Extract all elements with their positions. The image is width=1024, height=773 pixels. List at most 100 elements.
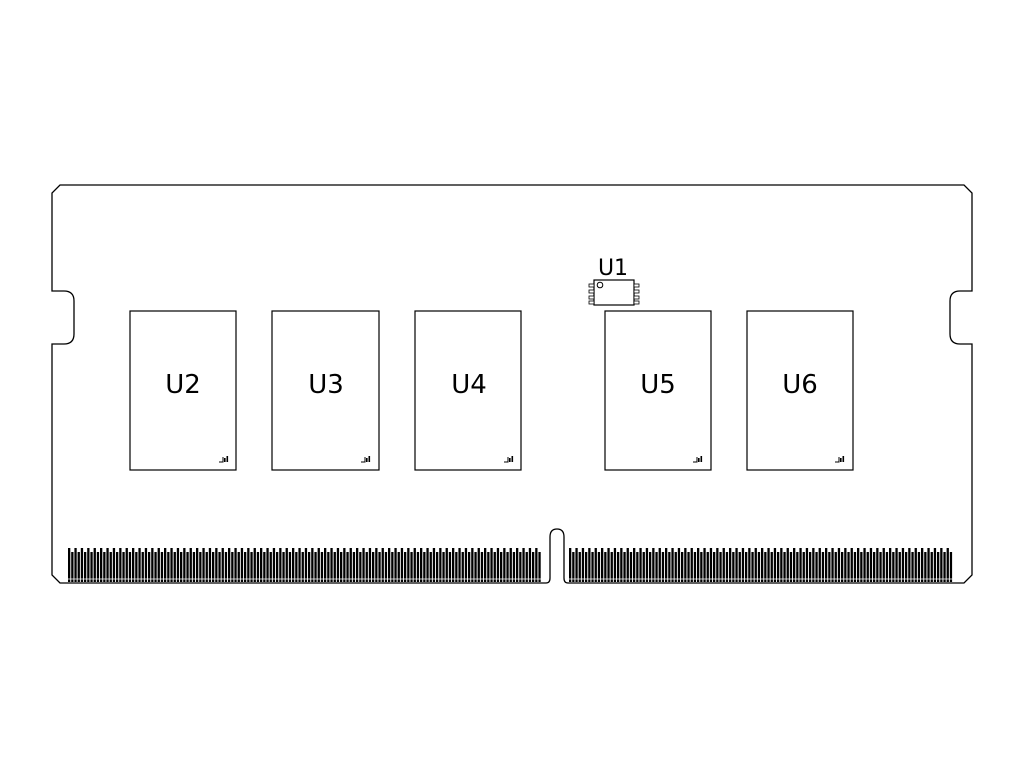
connector-pin	[260, 548, 263, 582]
connector-pin	[295, 552, 298, 582]
connector-pin	[645, 548, 649, 582]
memory-chip-u6: U6	[746, 310, 854, 471]
spd-pin	[633, 289, 640, 294]
connector-pin	[144, 548, 148, 582]
connector-pin	[125, 548, 128, 582]
connector-pin	[850, 548, 853, 582]
connector-pin	[844, 548, 847, 582]
connector-pin	[93, 548, 96, 582]
connector-pin	[269, 552, 272, 582]
connector-pin	[388, 548, 391, 582]
connector-pin	[629, 552, 633, 582]
connector-pin	[132, 548, 135, 582]
connector-pin	[266, 548, 269, 582]
connector-pin	[604, 552, 607, 582]
connector-pin	[397, 552, 400, 582]
connector-pin	[407, 548, 410, 582]
connector-pin	[423, 552, 426, 582]
connector-pin	[135, 552, 138, 582]
connector-pin	[359, 552, 362, 582]
connector-pin	[716, 548, 719, 582]
connector-pin	[601, 548, 604, 582]
connector-pin	[452, 548, 455, 582]
connector-pin	[703, 548, 706, 582]
connector-pin	[933, 548, 937, 582]
connector-pin	[538, 552, 541, 582]
connector-pin	[176, 548, 180, 582]
connector-pin	[799, 548, 802, 582]
connector-pin	[311, 548, 314, 582]
connector-pin	[416, 552, 420, 582]
connector-pin	[170, 548, 173, 582]
connector-pin	[500, 552, 503, 582]
connector-pin	[585, 552, 588, 582]
connector-pin	[594, 548, 597, 582]
memory-chip-body	[414, 310, 522, 471]
edge-connector-pins-right	[569, 548, 954, 582]
connector-pin	[841, 552, 844, 582]
connector-pin	[821, 552, 825, 582]
chip-orientation-mark-icon	[361, 456, 371, 463]
connector-pin	[528, 548, 532, 582]
connector-pin	[949, 552, 953, 582]
connector-pin	[426, 548, 429, 582]
connector-pin	[908, 548, 911, 582]
connector-pin	[493, 552, 496, 582]
connector-pin	[895, 548, 898, 582]
connector-pin	[860, 552, 863, 582]
connector-pin	[745, 552, 748, 582]
connector-pin	[439, 548, 442, 582]
connector-pin	[879, 552, 882, 582]
connector-pin	[173, 552, 176, 582]
connector-pin	[773, 548, 777, 582]
connector-pin	[282, 552, 285, 582]
connector-pin	[588, 548, 591, 582]
connector-pin	[892, 552, 895, 582]
connector-pin	[706, 552, 709, 582]
connector-pin	[253, 548, 256, 582]
connector-pin	[581, 548, 585, 582]
memory-chip-body	[271, 310, 380, 471]
connector-pin	[503, 548, 506, 582]
connector-pin	[183, 548, 186, 582]
connector-pin	[336, 548, 340, 582]
connector-pin	[831, 548, 834, 582]
chip-orientation-mark-icon	[504, 456, 514, 463]
connector-pin	[665, 548, 668, 582]
connector-pin	[610, 552, 613, 582]
memory-chip-label: U6	[782, 370, 818, 400]
connector-pin	[496, 548, 500, 582]
connector-pin	[837, 548, 841, 582]
spd-pin	[588, 300, 595, 305]
connector-pin	[468, 552, 471, 582]
connector-pin	[480, 552, 484, 582]
connector-pin	[317, 548, 320, 582]
pcb-outline	[51, 184, 973, 584]
connector-pin	[684, 548, 687, 582]
connector-pin	[410, 552, 413, 582]
connector-pin	[71, 552, 74, 582]
connector-pin	[464, 548, 468, 582]
connector-pin	[333, 552, 336, 582]
connector-pin	[119, 548, 122, 582]
connector-pin	[767, 548, 770, 582]
connector-pin	[154, 552, 157, 582]
connector-pin	[780, 548, 783, 582]
connector-pin	[943, 552, 946, 582]
connector-pin	[240, 548, 244, 582]
connector-pin	[793, 548, 796, 582]
connector-pin	[818, 548, 821, 582]
connector-pin	[725, 552, 729, 582]
memory-chip-body	[746, 310, 854, 471]
connector-pin	[192, 552, 196, 582]
connector-pin	[327, 552, 330, 582]
connector-pin	[448, 552, 452, 582]
connector-pin	[308, 552, 311, 582]
connector-pin	[256, 552, 260, 582]
connector-pin	[279, 548, 282, 582]
connector-pin	[87, 548, 90, 582]
connector-pin	[340, 552, 343, 582]
connector-pin	[292, 548, 295, 582]
connector-pin	[639, 548, 642, 582]
connector-pin	[224, 552, 228, 582]
